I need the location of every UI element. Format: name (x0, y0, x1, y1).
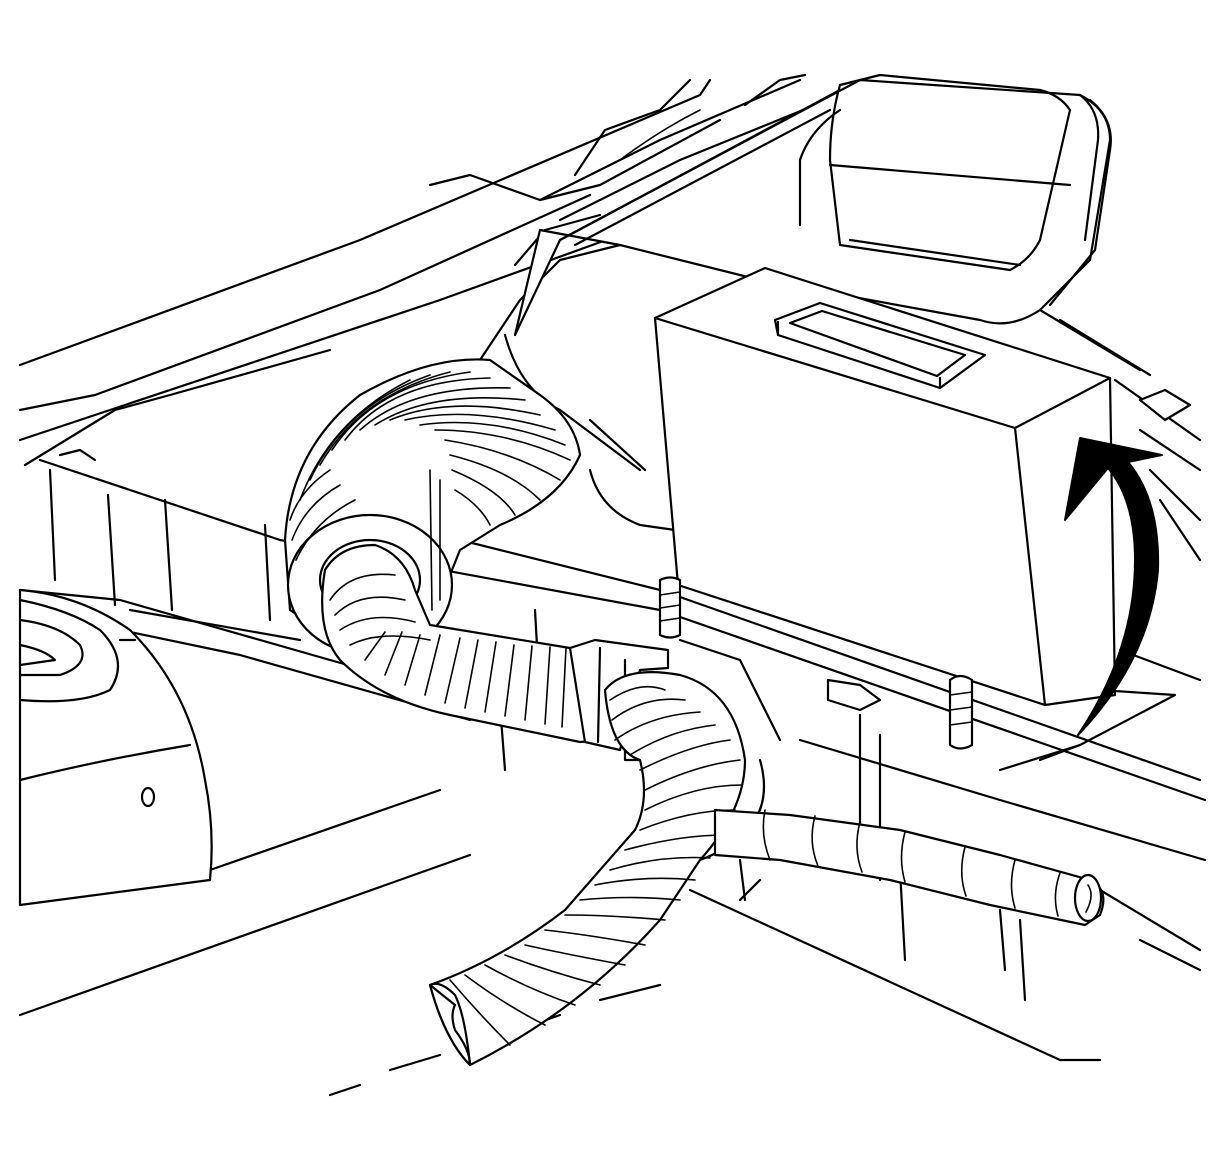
mounting-studs (658, 576, 974, 750)
wheel-well-housing (18, 588, 213, 907)
removal-direction-arrow (1064, 437, 1163, 736)
electronic-module-box (653, 266, 1117, 707)
seat-back (513, 73, 1112, 337)
wiring-harness-conduit (713, 808, 1105, 927)
secondary-duct (428, 671, 747, 1067)
